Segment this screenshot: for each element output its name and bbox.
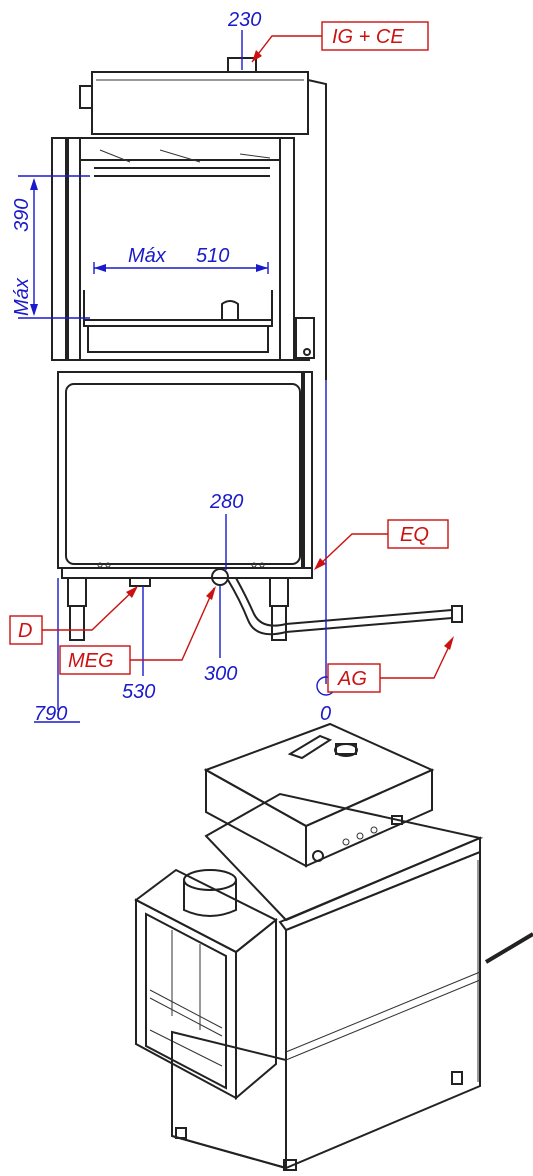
label-meg: MEG xyxy=(68,650,114,672)
water-hose xyxy=(227,579,453,636)
right-column xyxy=(279,137,295,361)
front-view-machine xyxy=(51,57,463,641)
iso-control-box-top xyxy=(203,722,435,828)
dim-0: 0 xyxy=(320,703,331,725)
label-d-box xyxy=(9,615,43,645)
iso-foot-right xyxy=(451,1071,463,1085)
left-foot-pad xyxy=(69,605,85,641)
left-column-outer xyxy=(51,137,67,361)
top-hood xyxy=(91,71,309,135)
label-eq-box xyxy=(387,519,449,549)
label-ig-ce-box xyxy=(321,21,429,51)
iso-panel-knob xyxy=(312,850,324,862)
lower-cabinet xyxy=(57,371,305,569)
dim-max510-value: 510 xyxy=(196,245,229,267)
isometric-view-machine xyxy=(134,722,533,1171)
label-d: D xyxy=(18,620,32,642)
dim-max390-prefix: Máx xyxy=(11,277,33,316)
dimension-lines xyxy=(18,30,336,723)
cabinet-door xyxy=(65,383,301,565)
hose-fitting xyxy=(451,605,463,623)
iso-foot-left xyxy=(175,1127,187,1139)
iso-loader-front xyxy=(135,898,237,1100)
iso-foot-front xyxy=(283,1159,297,1171)
left-foot xyxy=(67,577,87,607)
label-ag-box xyxy=(327,663,381,693)
left-column xyxy=(67,137,81,361)
side-knob xyxy=(79,85,93,109)
callouts: IG + CE EQ D MEG AG xyxy=(9,21,454,693)
dim-max510-prefix: Máx xyxy=(128,245,167,267)
drain-outlet xyxy=(129,577,151,587)
right-foot xyxy=(269,577,289,607)
dim-300: 300 xyxy=(204,663,237,685)
dim-max390-value: 390 xyxy=(11,199,33,232)
base-plate xyxy=(61,567,313,579)
dim-230: 230 xyxy=(227,9,261,31)
label-eq: EQ xyxy=(400,524,429,546)
dim-280: 280 xyxy=(209,491,243,513)
dim-790: 790 xyxy=(34,703,67,725)
label-ig-ce: IG + CE xyxy=(332,26,404,48)
label-ag: AG xyxy=(337,668,367,690)
iso-hose xyxy=(484,932,533,964)
door-handle xyxy=(295,317,315,359)
iso-cabinet-front xyxy=(285,850,481,1170)
dim-530: 530 xyxy=(122,681,155,703)
gas-connection xyxy=(211,568,229,586)
label-meg-box xyxy=(59,645,131,675)
iso-control-panel xyxy=(305,768,433,868)
iso-top-surface xyxy=(204,792,484,922)
